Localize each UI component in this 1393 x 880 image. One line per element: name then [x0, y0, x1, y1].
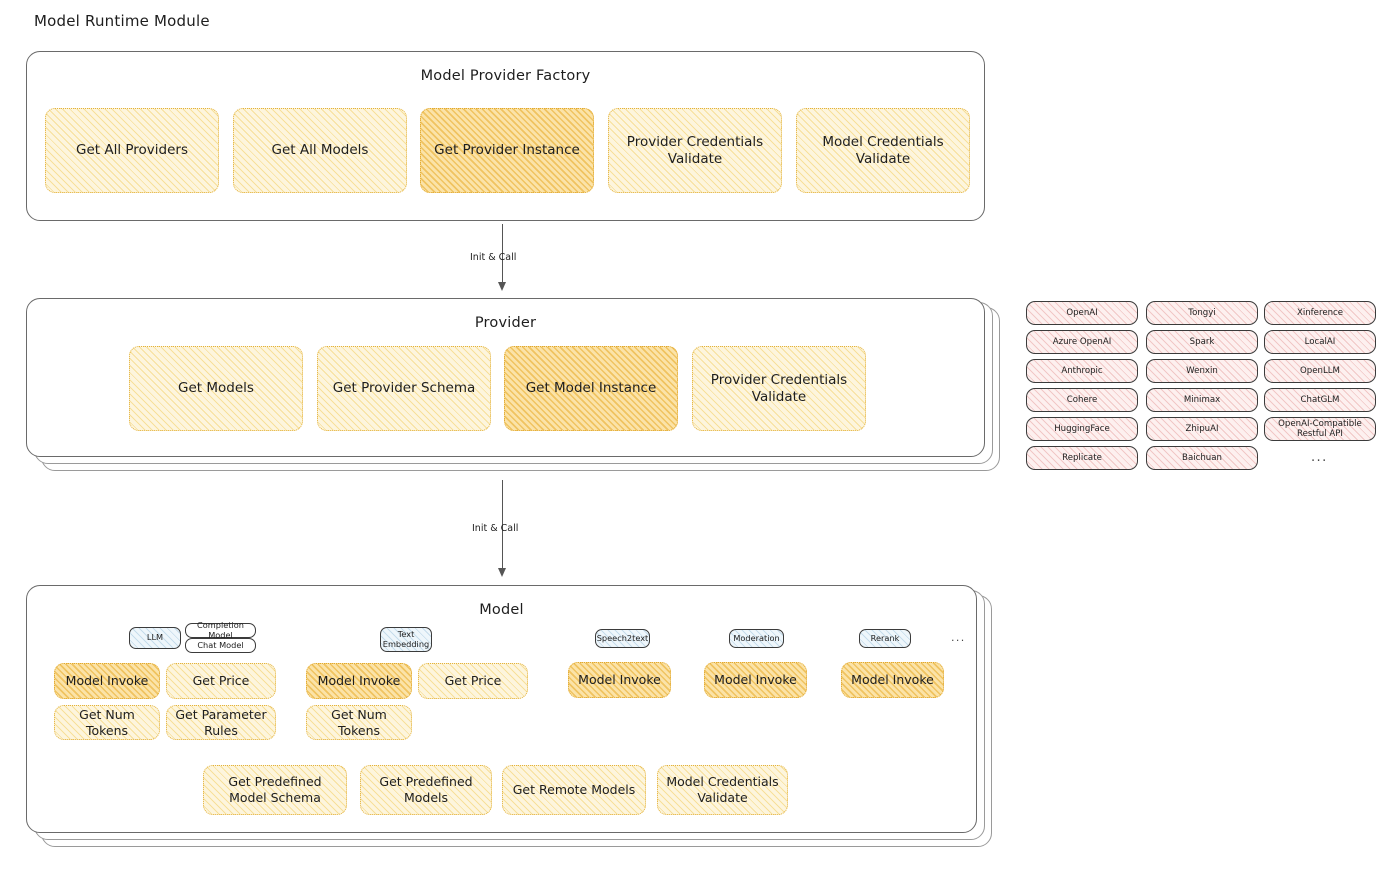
factory-node-model-credentials-validate[interactable]: Model Credentials Validate — [796, 108, 970, 193]
arrow-provider-to-model-line — [502, 480, 504, 570]
model-common-node-get-predefined-models[interactable]: Get Predefined Models — [360, 765, 492, 815]
model-text-embedding-node-get-num-tokens[interactable]: Get Num Tokens — [306, 705, 412, 740]
arrow-factory-to-provider-label: Init & Call — [470, 252, 517, 263]
model-tag-llm[interactable]: LLM — [129, 627, 181, 649]
provider-chip-localai[interactable]: LocalAI — [1264, 330, 1376, 354]
model-tag-moderation[interactable]: Moderation — [729, 629, 784, 648]
provider-node-get-models[interactable]: Get Models — [129, 346, 303, 431]
model-text-embedding-node-get-price[interactable]: Get Price — [418, 663, 528, 699]
page-title: Model Runtime Module — [34, 12, 210, 30]
model-llm-node-get-price[interactable]: Get Price — [166, 663, 276, 699]
factory-node-get-all-providers[interactable]: Get All Providers — [45, 108, 219, 193]
factory-node-provider-credentials-validate[interactable]: Provider Credentials Validate — [608, 108, 782, 193]
provider-chip-wenxin[interactable]: Wenxin — [1146, 359, 1258, 383]
model-llm-node-model-invoke[interactable]: Model Invoke — [54, 663, 160, 699]
model-tag-text-embedding[interactable]: Text Embedding — [380, 627, 432, 652]
model-provider-factory-title: Model Provider Factory — [420, 68, 591, 84]
provider-chip-cohere[interactable]: Cohere — [1026, 388, 1138, 412]
model-llm-node-get-parameter-rules[interactable]: Get Parameter Rules — [166, 705, 276, 740]
provider-chip-spark[interactable]: Spark — [1146, 330, 1258, 354]
provider-node-provider-credentials-validate[interactable]: Provider Credentials Validate — [692, 346, 866, 431]
factory-node-get-provider-instance[interactable]: Get Provider Instance — [420, 108, 594, 193]
arrow-factory-to-provider-head — [498, 282, 506, 291]
provider-node-get-model-instance[interactable]: Get Model Instance — [504, 346, 678, 431]
factory-node-get-all-models[interactable]: Get All Models — [233, 108, 407, 193]
provider-chip-openai-compatible-restful-api[interactable]: OpenAI-Compatible Restful API — [1264, 417, 1376, 441]
provider-node-get-provider-schema[interactable]: Get Provider Schema — [317, 346, 491, 431]
provider-chip-replicate[interactable]: Replicate — [1026, 446, 1138, 470]
model-llm-node-get-num-tokens[interactable]: Get Num Tokens — [54, 705, 160, 740]
model-speech2text-node-model-invoke[interactable]: Model Invoke — [568, 662, 671, 698]
arrow-provider-to-model-head — [498, 568, 506, 577]
model-title: Model — [479, 602, 524, 618]
model-tag-speech2text[interactable]: Speech2text — [595, 629, 650, 648]
provider-chip-tongyi[interactable]: Tongyi — [1146, 301, 1258, 325]
model-rerank-node-model-invoke[interactable]: Model Invoke — [841, 662, 944, 698]
model-common-node-model-credentials-validate[interactable]: Model Credentials Validate — [657, 765, 788, 815]
model-common-node-get-remote-models[interactable]: Get Remote Models — [502, 765, 646, 815]
provider-list-more-ellipsis: ... — [1311, 450, 1328, 465]
arrow-provider-to-model-label: Init & Call — [472, 523, 519, 534]
provider-chip-minimax[interactable]: Minimax — [1146, 388, 1258, 412]
model-text-embedding-node-model-invoke[interactable]: Model Invoke — [306, 663, 412, 699]
model-subtag-completion-model[interactable]: Completion Model — [185, 620, 256, 639]
provider-chip-azure-openai[interactable]: Azure OpenAI — [1026, 330, 1138, 354]
provider-chip-openai[interactable]: OpenAI — [1026, 301, 1138, 325]
model-tag-rerank[interactable]: Rerank — [859, 629, 911, 648]
provider-chip-baichuan[interactable]: Baichuan — [1146, 446, 1258, 470]
provider-chip-openllm[interactable]: OpenLLM — [1264, 359, 1376, 383]
provider-chip-chatglm[interactable]: ChatGLM — [1264, 388, 1376, 412]
model-subtag-chat-model[interactable]: Chat Model — [185, 638, 256, 653]
provider-chip-anthropic[interactable]: Anthropic — [1026, 359, 1138, 383]
provider-chip-xinference[interactable]: Xinference — [1264, 301, 1376, 325]
provider-title: Provider — [474, 315, 537, 331]
provider-chip-huggingface[interactable]: HuggingFace — [1026, 417, 1138, 441]
model-groups-more-ellipsis: ... — [951, 631, 966, 644]
model-common-node-get-predefined-model-schema[interactable]: Get Predefined Model Schema — [203, 765, 347, 815]
arrow-factory-to-provider-line — [502, 224, 504, 284]
provider-chip-zhipuai[interactable]: ZhipuAI — [1146, 417, 1258, 441]
model-moderation-node-model-invoke[interactable]: Model Invoke — [704, 662, 807, 698]
